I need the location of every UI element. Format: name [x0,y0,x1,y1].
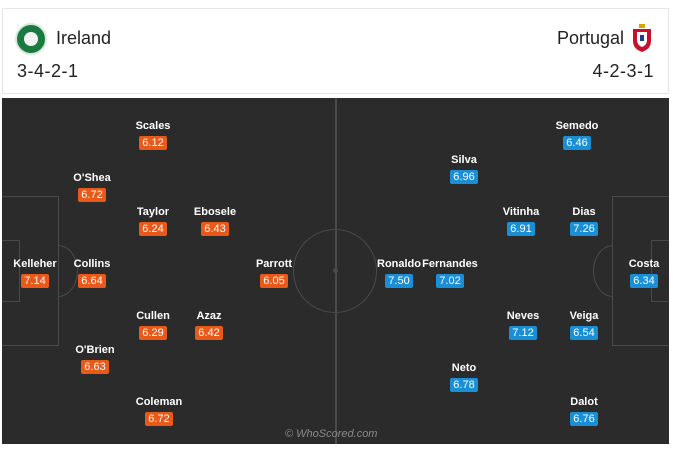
player-rating: 6.91 [507,222,535,236]
player-rating: 7.02 [436,274,464,288]
player-card[interactable]: Taylor 6.24 [108,206,198,237]
player-card[interactable]: Scales 6.12 [108,120,198,151]
player-name: Azaz [196,310,222,322]
player-card[interactable]: O'Brien 6.63 [50,344,140,375]
player-rating: 6.05 [260,274,288,288]
away-team-name[interactable]: Portugal [556,28,624,48]
pitch: Kelleher 7.14 O'Shea 6.72 Collins 6.64 O… [2,98,669,444]
player-card[interactable]: Ronaldo 7.50 [354,258,444,289]
player-name: Coleman [135,396,183,408]
home-team-name[interactable]: Ireland [56,28,112,48]
away-goal-box [651,240,669,302]
player-name: Scales [135,120,171,132]
player-rating: 6.76 [570,412,598,426]
player-rating: 6.34 [630,274,658,288]
player-rating: 6.64 [78,274,106,288]
player-rating: 6.54 [570,326,598,340]
player-card[interactable]: Cullen 6.29 [108,310,198,341]
player-card[interactable]: Semedo 6.46 [532,120,622,151]
player-name: Vitinha [502,206,540,218]
away-formation: 4-2-3-1 [592,61,654,81]
player-name: Dalot [570,396,598,408]
player-card[interactable]: Parrott 6.05 [229,258,319,289]
ireland-crest-icon [15,23,47,55]
player-card[interactable]: Neves 7.12 [478,310,568,341]
player-card[interactable]: Ebosele 6.43 [170,206,260,237]
player-card[interactable]: Veiga 6.54 [539,310,629,341]
player-rating: 6.72 [78,188,106,202]
player-name: Ebosele [193,206,237,218]
player-rating: 6.46 [563,136,591,150]
player-rating: 7.12 [509,326,537,340]
player-card[interactable]: Silva 6.96 [419,154,509,185]
player-name: Fernandes [422,258,478,270]
player-name: Neto [451,362,477,374]
player-rating: 6.78 [450,378,478,392]
player-name: Cullen [136,310,170,322]
player-name: Taylor [136,206,170,218]
home-formation: 3-4-2-1 [17,61,79,81]
player-card[interactable]: Dalot 6.76 [539,396,629,427]
player-rating: 6.43 [201,222,229,236]
player-name: O'Brien [75,344,115,356]
player-rating: 6.63 [81,360,109,374]
player-card[interactable]: O'Shea 6.72 [47,172,137,203]
player-rating: 6.29 [139,326,167,340]
watermark: © WhoScored.com [285,428,378,440]
player-name: Neves [506,310,540,322]
player-name: Silva [451,154,477,166]
player-card[interactable]: Collins 6.64 [47,258,137,289]
player-rating: 6.12 [139,136,167,150]
player-name: Kelleher [13,258,57,270]
player-card[interactable]: Vitinha 6.91 [476,206,566,237]
player-name: Ronaldo [377,258,421,270]
player-card[interactable]: Dias 7.26 [539,206,629,237]
home-goal-box [2,240,20,302]
player-name: Costa [628,258,660,270]
player-card[interactable]: Fernandes 7.02 [405,258,495,289]
player-rating: 6.96 [450,170,478,184]
player-rating: 7.50 [385,274,413,288]
player-card[interactable]: Costa 6.34 [599,258,669,289]
player-name: Parrott [255,258,293,270]
player-rating: 6.42 [195,326,223,340]
player-name: Collins [73,258,111,270]
portugal-crest-icon [633,24,651,52]
player-rating: 6.24 [139,222,167,236]
player-rating: 6.72 [145,412,173,426]
player-name: Dias [572,206,596,218]
centre-circle [293,229,377,313]
player-card[interactable]: Neto 6.78 [419,362,509,393]
match-header: Ireland 3-4-2-1 Portugal 4-2-3-1 [2,8,669,94]
player-rating: 7.26 [570,222,598,236]
player-card[interactable]: Azaz 6.42 [164,310,254,341]
player-card[interactable]: Kelleher 7.14 [2,258,80,289]
player-name: O'Shea [73,172,111,184]
centre-spot [333,268,338,273]
player-card[interactable]: Coleman 6.72 [114,396,204,427]
player-name: Veiga [569,310,599,322]
player-name: Semedo [555,120,599,132]
player-rating: 7.14 [21,274,49,288]
